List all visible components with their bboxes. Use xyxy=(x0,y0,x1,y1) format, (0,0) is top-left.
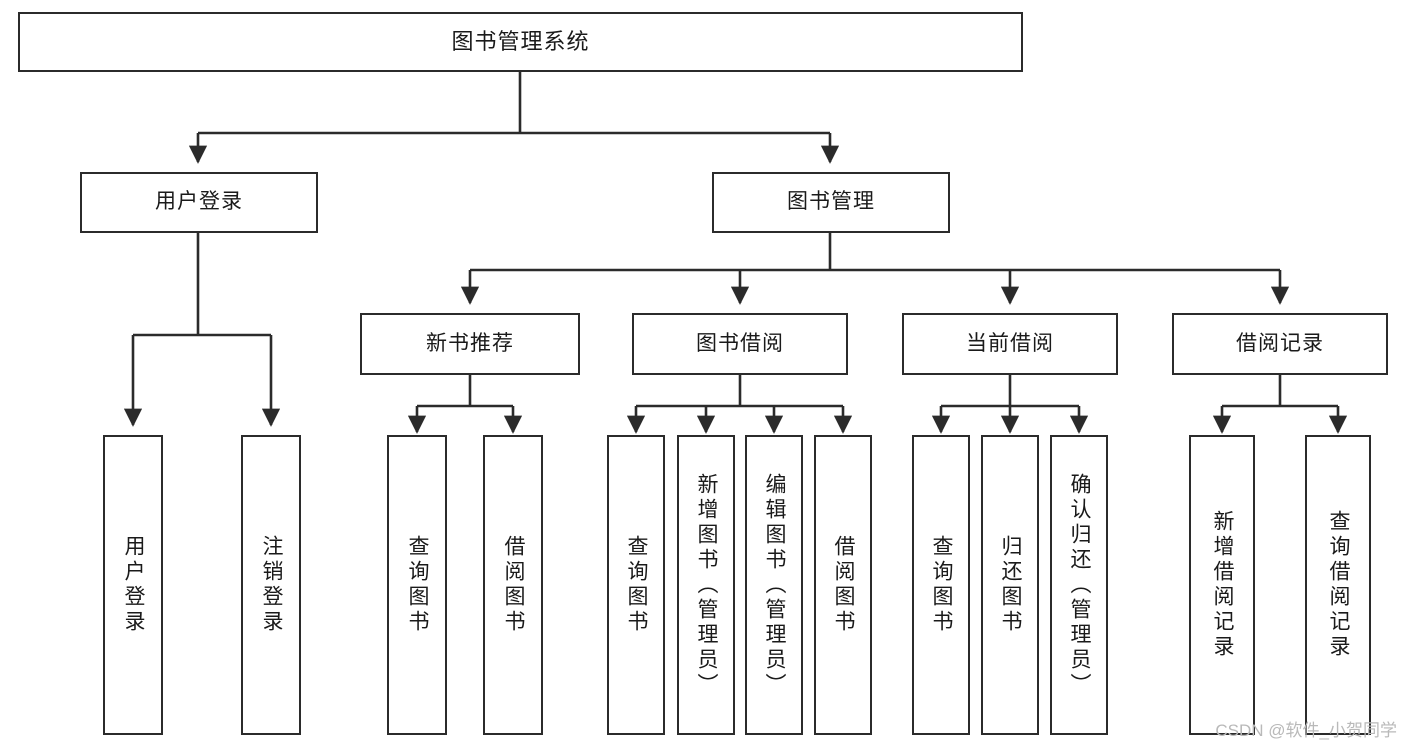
leaf-user-logout[interactable]: 注销登录 xyxy=(241,435,301,735)
leaf-label: 编辑图书（管理员） xyxy=(763,472,787,698)
leaf-bb-edit-book[interactable]: 编辑图书（管理员） xyxy=(745,435,803,735)
leaf-label: 查询图书 xyxy=(930,535,954,635)
leaf-label: 注销登录 xyxy=(260,535,284,635)
leaf-label: 新增图书（管理员） xyxy=(695,472,719,698)
leaf-br-query-record[interactable]: 查询借阅记录 xyxy=(1305,435,1371,735)
leaf-bb-query-book[interactable]: 查询图书 xyxy=(607,435,665,735)
leaf-cb-return-book[interactable]: 归还图书 xyxy=(981,435,1039,735)
node-book-borrow[interactable]: 图书借阅 xyxy=(632,313,848,375)
leaf-cb-confirm-return[interactable]: 确认归还（管理员） xyxy=(1050,435,1108,735)
leaf-label: 借阅图书 xyxy=(832,535,856,635)
leaf-user-login[interactable]: 用户登录 xyxy=(103,435,163,735)
leaf-label: 归还图书 xyxy=(999,535,1023,635)
leaf-label: 查询借阅记录 xyxy=(1327,510,1351,660)
node-current-borrow[interactable]: 当前借阅 xyxy=(902,313,1118,375)
csdn-watermark: CSDN @软件_小贺同学 xyxy=(1215,721,1397,740)
leaf-rec-borrow-book[interactable]: 借阅图书 xyxy=(483,435,543,735)
node-user-login[interactable]: 用户登录 xyxy=(80,172,318,233)
leaf-label: 用户登录 xyxy=(122,535,146,635)
leaf-bb-borrow-book[interactable]: 借阅图书 xyxy=(814,435,872,735)
leaf-label: 借阅图书 xyxy=(502,535,526,635)
node-borrow-record[interactable]: 借阅记录 xyxy=(1172,313,1388,375)
leaf-label: 确认归还（管理员） xyxy=(1068,472,1092,698)
node-new-book-recommend[interactable]: 新书推荐 xyxy=(360,313,580,375)
node-root-system[interactable]: 图书管理系统 xyxy=(18,12,1023,72)
leaf-cb-query-book[interactable]: 查询图书 xyxy=(912,435,970,735)
leaf-rec-query-book[interactable]: 查询图书 xyxy=(387,435,447,735)
node-book-manage[interactable]: 图书管理 xyxy=(712,172,950,233)
leaf-label: 新增借阅记录 xyxy=(1211,510,1235,660)
leaf-label: 查询图书 xyxy=(406,535,430,635)
leaf-bb-add-book[interactable]: 新增图书（管理员） xyxy=(677,435,735,735)
leaf-label: 查询图书 xyxy=(625,535,649,635)
leaf-br-add-record[interactable]: 新增借阅记录 xyxy=(1189,435,1255,735)
